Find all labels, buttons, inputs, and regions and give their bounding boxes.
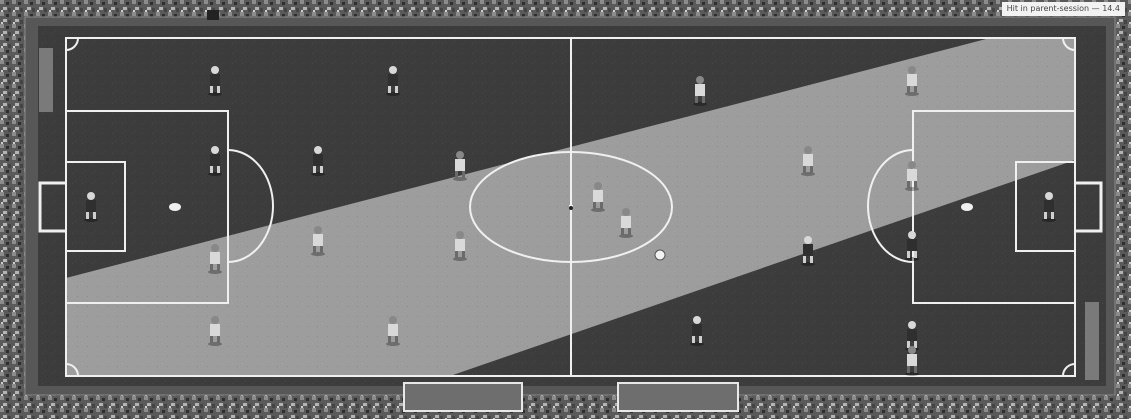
right-dugout	[618, 383, 738, 411]
football	[655, 250, 665, 260]
top-marker	[207, 10, 219, 20]
right-penalty-spot	[961, 203, 973, 211]
left-dugout	[404, 383, 522, 411]
football	[569, 206, 573, 210]
left-penalty-spot	[169, 203, 181, 211]
right-side-board	[1085, 302, 1099, 380]
left-side-board	[39, 48, 53, 112]
hud-status-text: Hit in parent-session — 14.4	[1002, 2, 1125, 16]
